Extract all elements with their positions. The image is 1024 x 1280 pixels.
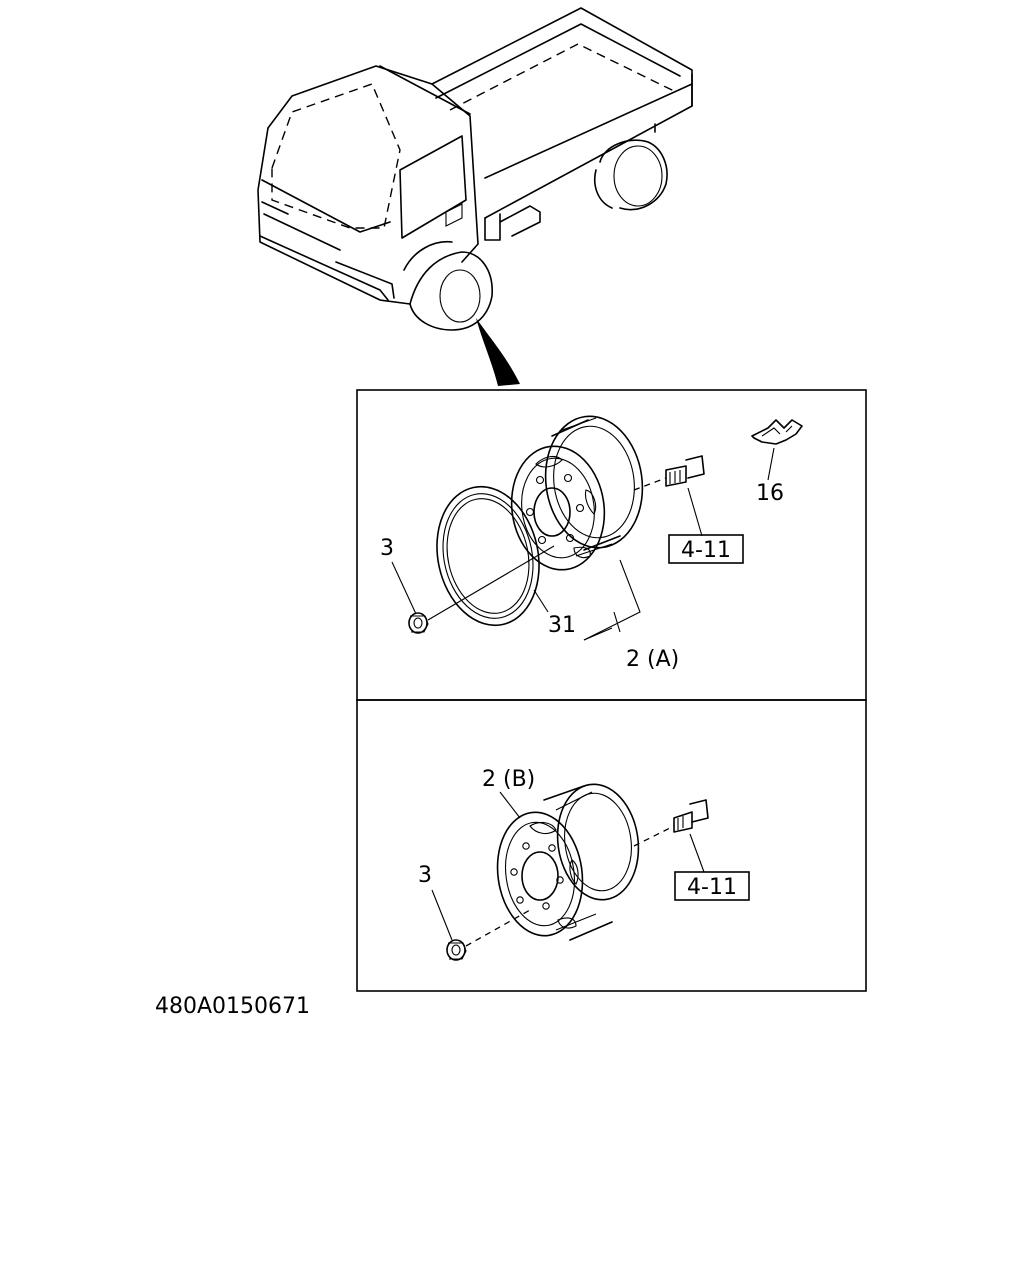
panel-a-leader-ring	[533, 589, 549, 613]
panel-a-stud-line	[427, 545, 555, 621]
panel-a-ring-31	[436, 485, 540, 627]
panel-b-leader-nut	[431, 889, 453, 941]
panel-a-bolt	[665, 455, 705, 487]
panel-b-bolt-axis	[633, 825, 675, 847]
panel-a-leader-bolt	[687, 487, 703, 537]
panel-b-leader-bolt	[689, 833, 705, 873]
panel-a-label-wheel: 2 (A)	[626, 647, 679, 672]
panel-a-clip	[751, 419, 803, 445]
panel-b-frame	[356, 699, 867, 992]
panel-a-wheel-a	[510, 415, 644, 571]
panel-a-label-ring: 31	[548, 613, 576, 638]
panel-b-stud-axis	[465, 909, 531, 947]
truck-illustration	[257, 7, 693, 331]
panel-a-label-clip: 16	[756, 481, 784, 506]
diagram-id: 480A0150671	[155, 994, 310, 1019]
panel-b-leader-wheel	[499, 791, 521, 819]
panel-b-label-wheel: 2 (B)	[482, 767, 535, 792]
pointer-arrow	[476, 318, 520, 386]
panel-a-ref-box	[668, 534, 744, 564]
panel-a-bracket-wheel	[583, 559, 641, 641]
panel-a-leader-nut	[391, 561, 417, 615]
panel-b-wheel-b	[496, 783, 640, 941]
panel-a-ref-label: 4-11	[681, 538, 731, 563]
panel-b-ref-label: 4-11	[687, 875, 737, 900]
panel-b-nut	[446, 939, 467, 961]
panel-b-bolt	[673, 799, 709, 833]
panel-a-label-nut: 3	[380, 536, 394, 561]
panel-a-nut	[408, 612, 429, 634]
panel-b-label-nut: 3	[418, 863, 432, 888]
panel-a-leader-clip	[767, 447, 775, 481]
panel-a-bolt-axis	[633, 477, 667, 491]
panel-b-ref-box	[674, 871, 750, 901]
